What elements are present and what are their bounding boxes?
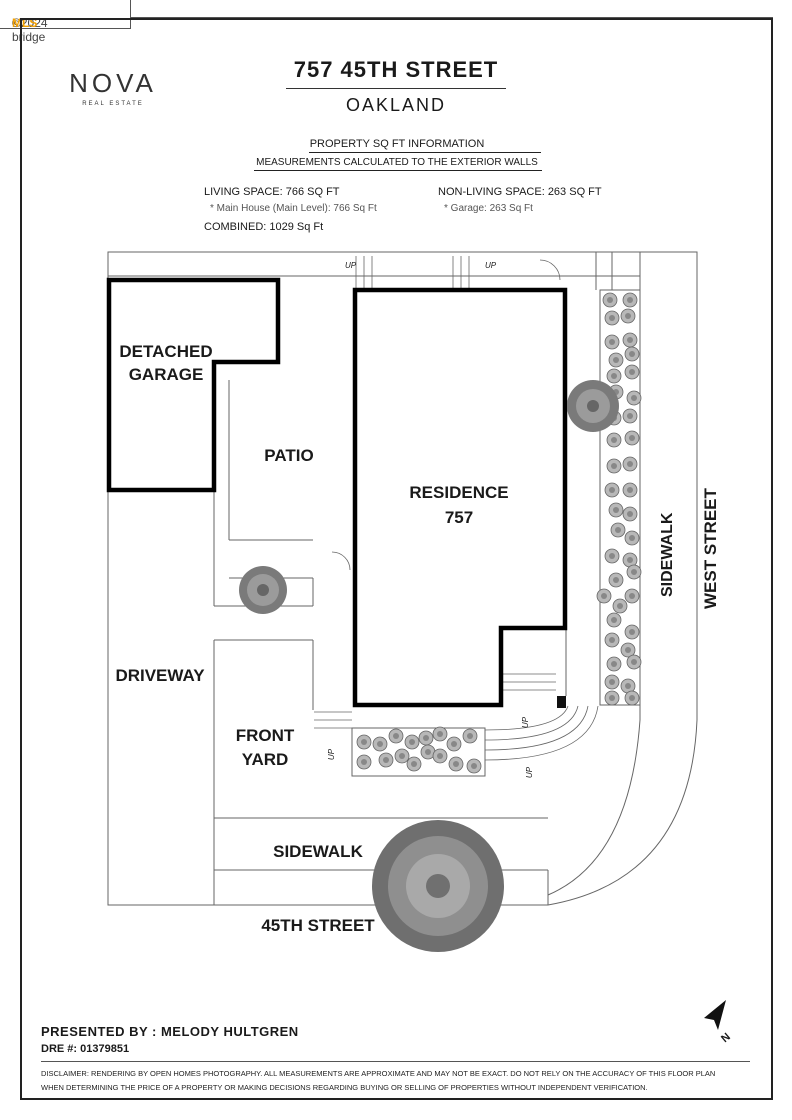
sqft-heading: PROPERTY SQ FT INFORMATION <box>309 138 485 150</box>
sqft-subheading-rule <box>254 170 542 171</box>
disclaimer-line1: DISCLAIMER: RENDERING BY OPEN HOMES PHOT… <box>41 1069 716 1078</box>
living-space-detail: * Main House (Main Level): 766 Sq Ft <box>210 203 377 214</box>
up-label-5: UP <box>525 766 535 779</box>
lot-outline <box>107 251 698 906</box>
up-label-1: UP <box>345 261 357 270</box>
street-bottom-label: 45TH STREET <box>261 916 375 935</box>
presented-by: PRESENTED BY : MELODY HULTGREN <box>41 1024 299 1039</box>
steps <box>314 256 599 761</box>
planter-shrubs <box>596 292 642 706</box>
patio-label: PATIO <box>264 446 314 465</box>
sqft-heading-rule <box>309 152 541 153</box>
garage-outline <box>106 277 281 493</box>
property-address: 757 45TH STREET <box>293 57 499 82</box>
dre-number: DRE #: 01379851 <box>41 1043 130 1055</box>
side-tree <box>567 380 619 432</box>
street-tree <box>372 820 504 952</box>
sqft-subheading: MEASUREMENTS CALCULATED TO THE EXTERIOR … <box>256 157 538 168</box>
garage-label-line2: GARAGE <box>128 365 204 384</box>
street-right-label: WEST STREET <box>701 488 720 609</box>
title-divider <box>286 88 506 89</box>
nova-logo: NOVA REAL ESTATE <box>63 68 163 107</box>
residence-outline <box>352 287 568 708</box>
north-arrow-icon <box>704 1000 726 1030</box>
front-yard-label-line2: YARD <box>241 750 289 769</box>
disclaimer: DISCLAIMER: RENDERING BY OPEN HOMES PHOT… <box>41 1067 753 1095</box>
disclaimer-line2: WHEN DETERMINING THE PRICE OF A PROPERTY… <box>41 1083 648 1092</box>
logo-name: NOVA <box>69 68 157 98</box>
garage-label: DETACHED GARAGE <box>118 340 214 386</box>
property-city: OAKLAND <box>345 95 447 115</box>
patio-tree <box>239 566 287 614</box>
nonliving-space-title: NON-LIVING SPACE: 263 SQ FT <box>438 186 602 198</box>
residence-label-line1: RESIDENCE <box>409 483 509 502</box>
sidewalk-bottom-label: SIDEWALK <box>273 842 363 861</box>
residence-label: RESIDENCE 757 <box>398 480 520 530</box>
living-space-title: LIVING SPACE: 766 SQ FT <box>204 186 340 198</box>
logo-tagline: REAL ESTATE <box>82 101 144 107</box>
up-label-2: UP <box>485 261 497 270</box>
combined-sqft: COMBINED: 1029 Sq Ft <box>204 221 324 233</box>
up-label-3: UP <box>327 748 337 761</box>
front-yard-label: FRONT YARD <box>226 724 304 772</box>
residence-label-line2: 757 <box>444 508 474 527</box>
post-marker <box>557 696 566 708</box>
front-yard-label-line1: FRONT <box>235 726 295 745</box>
page-frame <box>20 18 773 1100</box>
driveway-label: DRIVEWAY <box>115 666 205 685</box>
badge-rule <box>130 17 773 18</box>
sidewalk-right-label: SIDEWALK <box>659 512 676 597</box>
front-planter-shrubs <box>356 726 482 774</box>
garage-label-line1: DETACHED <box>119 342 213 361</box>
disclaimer-rule <box>41 1061 750 1062</box>
nonliving-space-detail: * Garage: 263 Sq Ft <box>444 203 533 214</box>
up-label-4: UP <box>521 716 531 729</box>
